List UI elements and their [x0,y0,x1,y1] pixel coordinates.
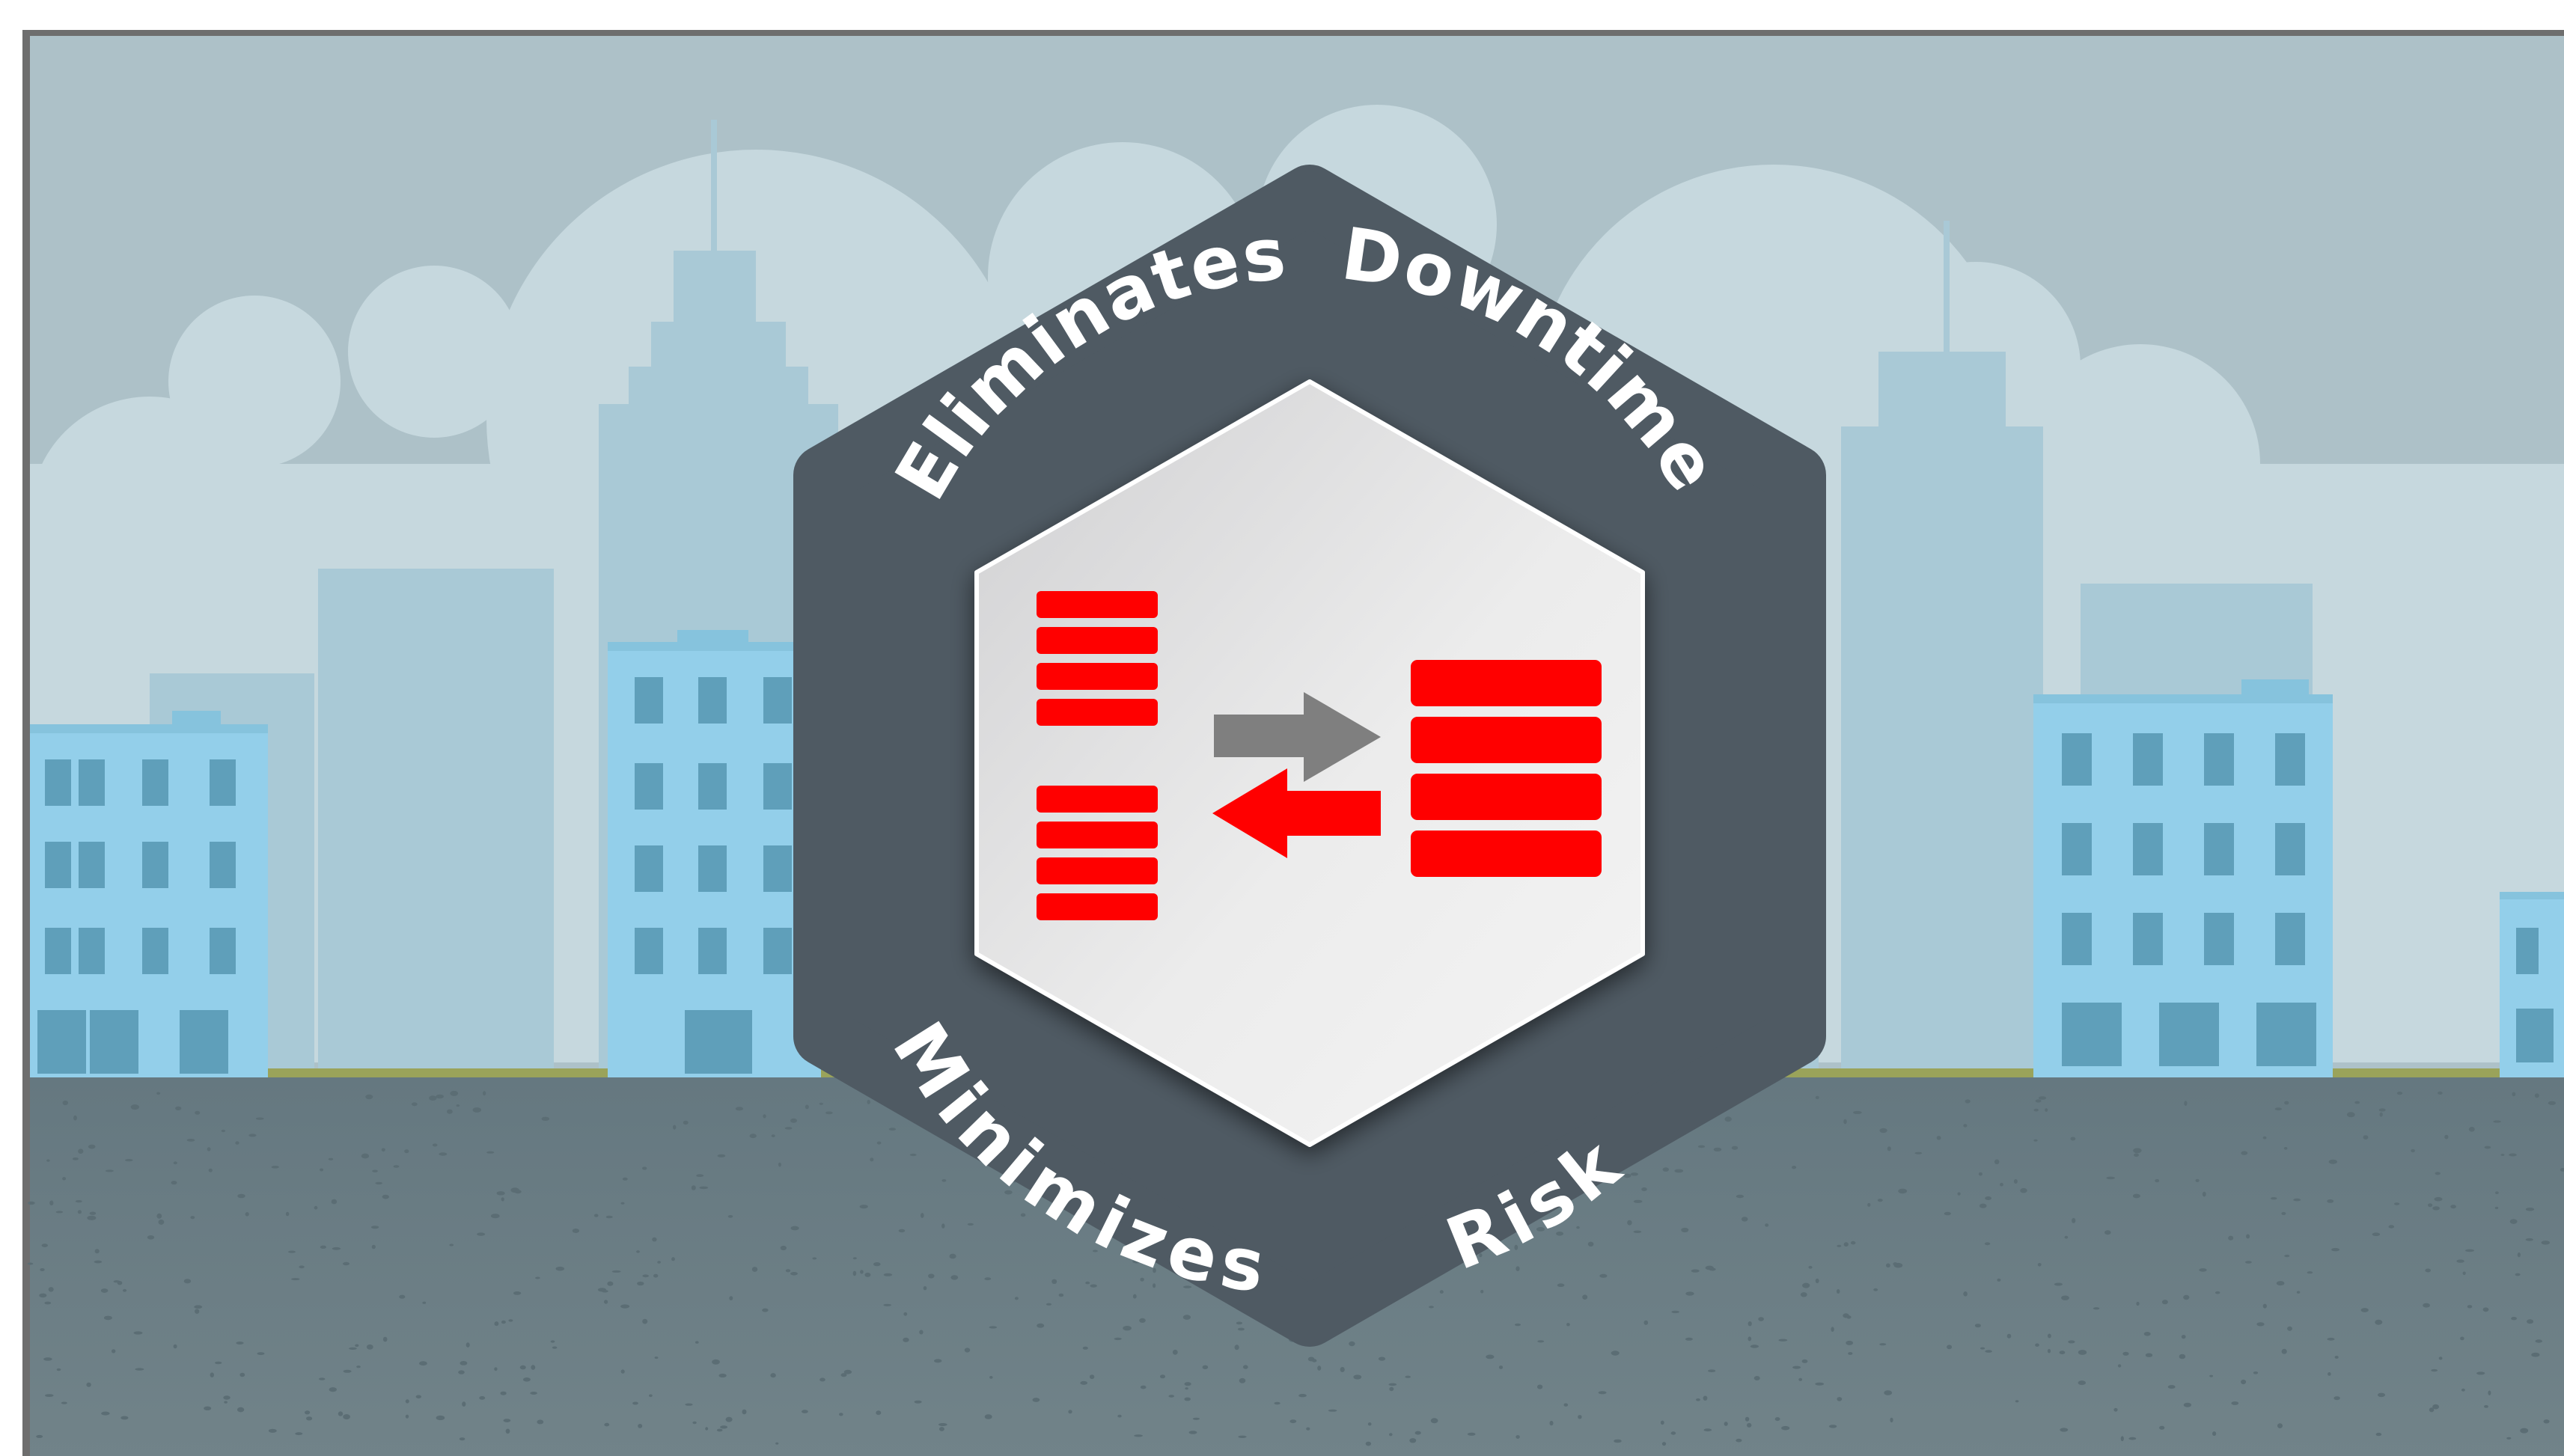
server-stack-icon [1037,591,1158,726]
building-center-left [608,630,821,1077]
building-left [30,711,268,1077]
arrow-right-icon [1214,692,1381,782]
arrow-left-icon [1212,768,1381,858]
server-stack-icon [1411,660,1602,877]
building-right [2033,679,2333,1077]
building-far-right [2500,892,2564,1077]
badge: Eliminates Downtime Minimizes Risk [793,165,1826,1347]
server-stack-icon [1037,786,1158,920]
